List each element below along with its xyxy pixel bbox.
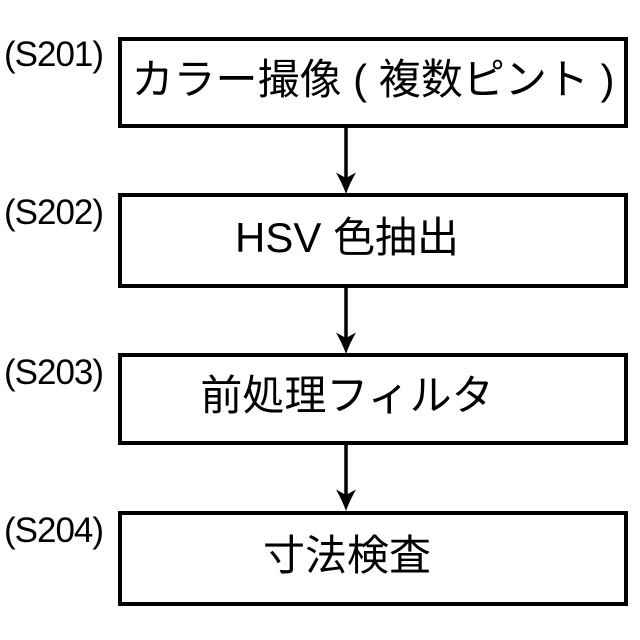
step-box-preprocess-filter: 前処理フィルタ xyxy=(118,353,628,445)
down-arrow-icon xyxy=(336,126,356,194)
step-label: HSV 色抽出 xyxy=(234,213,460,261)
step-box-dimension-inspection: 寸法検査 xyxy=(118,511,628,606)
down-arrow-icon xyxy=(336,286,356,354)
step-id-s204: (S204) xyxy=(4,511,104,550)
step-box-color-imaging: カラー撮像 ( 複数ピント ) xyxy=(118,37,628,128)
step-id-s202: (S202) xyxy=(4,193,104,232)
step-box-hsv-extraction: HSV 色抽出 xyxy=(118,193,628,288)
step-id-s201: (S201) xyxy=(4,35,104,74)
down-arrow-icon xyxy=(336,443,356,511)
step-label: カラー撮像 ( 複数ピント ) xyxy=(131,55,615,103)
step-label: 前処理フィルタ xyxy=(200,372,494,419)
step-id-s203: (S203) xyxy=(4,353,104,392)
step-label: 寸法検査 xyxy=(262,531,431,579)
